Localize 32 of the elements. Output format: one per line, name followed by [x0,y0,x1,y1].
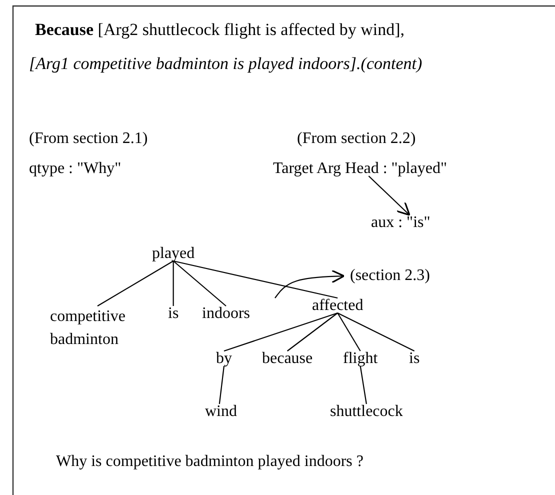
tree-word: (section 2.3) [350,267,430,285]
tree-branch [173,260,338,299]
tree-word: affected [312,297,364,315]
tree-word: because [262,350,313,368]
tree-branch [337,312,415,352]
text-label: qtype : "Why" [29,160,122,178]
tree-word: is [168,305,179,323]
tree-word: wind [205,403,237,421]
tree-branch [97,260,174,306]
tree-word: played [152,245,195,263]
tree-branch [172,260,226,306]
tree-branch [286,312,338,352]
tree-word: shuttlecock [330,403,403,421]
text-label: (From section 2.2) [297,130,416,148]
tree-word: flight [343,350,378,368]
curved-arrow [274,270,345,298]
tree-branch [337,312,361,352]
text-label: Because [Arg2 shuttlecock flight is affected by wind], [35,21,405,39]
tree-word: competitive badminton [50,305,145,351]
tree-branch [224,312,338,352]
text-label: (From section 2.1) [29,130,148,148]
tree-word: by [216,350,232,368]
tree-word: aux : "is" [371,214,430,232]
text-label: Why is competitive badminton played indoors ? [56,453,364,471]
tree-branch [218,366,225,404]
tree-branch [360,366,367,404]
text-label: [Arg1 competitive badminton is played indoors].(content) [29,55,422,73]
arrow [368,176,410,216]
tree-word: indoors [202,305,250,323]
tree-branch [172,261,174,306]
tree-word: is [409,350,420,368]
tree-word: Target Arg Head : "played" [273,160,447,178]
